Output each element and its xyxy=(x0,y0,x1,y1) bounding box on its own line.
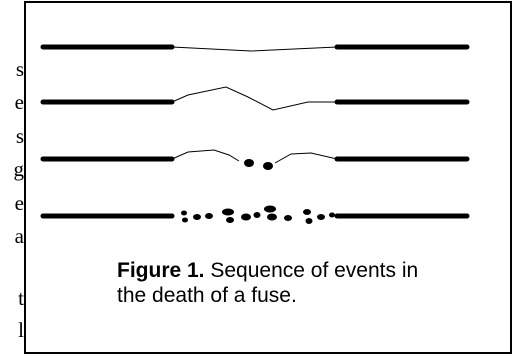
molten-droplet xyxy=(226,217,234,223)
fuse-stage-1 xyxy=(40,44,470,52)
molten-droplet xyxy=(253,212,261,218)
molten-droplet xyxy=(329,212,335,218)
molten-droplet xyxy=(284,215,292,221)
molten-droplet xyxy=(182,217,188,223)
figure-caption-text: Sequence of events in the death of a fus… xyxy=(117,259,419,307)
molten-droplet xyxy=(222,208,234,216)
clipped-text-fragment: e xyxy=(14,90,24,114)
molten-droplet xyxy=(241,213,251,221)
fuse-thin-middle-wire xyxy=(171,46,338,52)
clipped-text-fragment: s xyxy=(15,124,24,148)
molten-droplet xyxy=(305,218,313,224)
figure-caption: Figure 1. Sequence of events in the deat… xyxy=(117,258,447,308)
figure-caption-label: Figure 1. xyxy=(117,259,205,282)
clipped-text-fragment: a xyxy=(14,224,24,248)
clipped-left-column-text: s e s g e a t l xyxy=(0,0,25,354)
fuse-deforming-middle-wire xyxy=(171,86,337,111)
molten-droplet xyxy=(193,214,201,220)
molten-droplet xyxy=(181,210,187,216)
clipped-text-fragment: s xyxy=(15,57,24,81)
figure-frame: Figure 1. Sequence of events in the deat… xyxy=(24,1,512,354)
molten-droplet xyxy=(303,209,311,215)
molten-droplet xyxy=(263,162,273,170)
clipped-text-fragment: g xyxy=(13,157,25,181)
molten-droplet xyxy=(267,213,277,221)
fuse-stage-3 xyxy=(40,149,470,170)
molten-droplet xyxy=(317,214,325,220)
fuse-stage-2 xyxy=(40,86,470,111)
fuse-breaking-wire-left xyxy=(171,149,240,162)
clipped-text-fragment: t xyxy=(18,286,24,310)
molten-droplet xyxy=(205,213,213,219)
fuse-breaking-wire-right xyxy=(274,152,338,164)
clipped-text-fragment: e xyxy=(14,191,24,215)
clipped-text-fragment: l xyxy=(18,318,24,342)
molten-droplet xyxy=(244,159,254,167)
molten-droplet xyxy=(264,205,276,213)
fuse-failure-diagram xyxy=(40,44,470,224)
fuse-stage-4 xyxy=(40,205,470,224)
